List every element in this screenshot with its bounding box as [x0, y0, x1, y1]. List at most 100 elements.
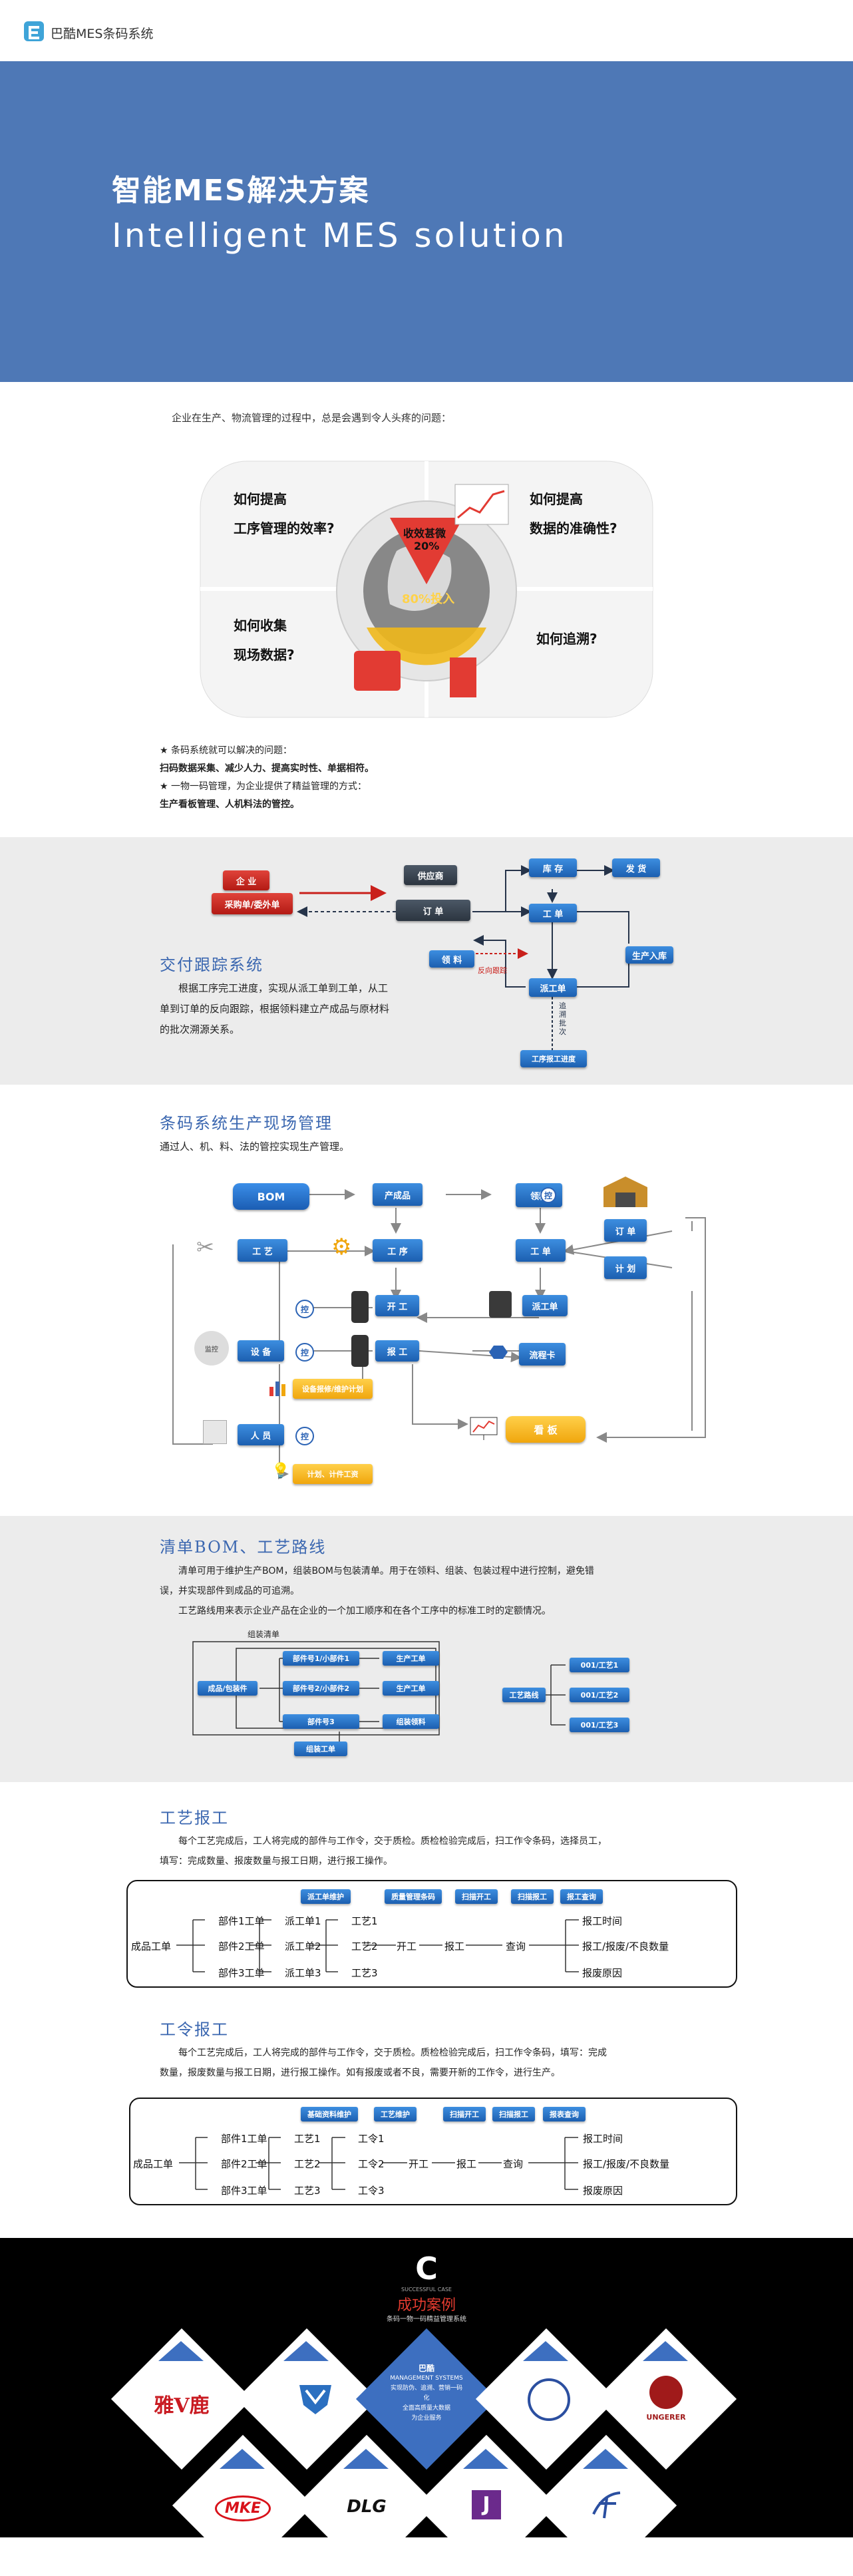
craft-chip-5: 报工查询 — [560, 1889, 603, 1904]
field-routecard: 流程卡 — [519, 1343, 566, 1366]
badge-icon — [203, 1420, 227, 1444]
bom-right-2: 生产工单 — [383, 1681, 439, 1696]
case-logo-sub: SUCCESSFUL CASE — [401, 2287, 452, 2293]
node-supplier: 供应商 — [404, 865, 457, 885]
bom-section — [0, 1516, 853, 1782]
warehouse-icon — [602, 1175, 649, 1208]
craft-step-1: 工艺1 — [351, 1915, 378, 1927]
bom-right-1: 生产工单 — [383, 1651, 439, 1666]
craft-lines — [176, 1919, 579, 1972]
craft-start: 开工 — [397, 1940, 417, 1952]
order-chip-4: 扫描报工 — [492, 2107, 535, 2121]
craft-dispatch-1: 派工单1 — [285, 1915, 321, 1927]
case-logo: C — [415, 2251, 438, 2287]
field-maintain: 设备报修/维护计划 — [293, 1379, 373, 1399]
monitor-icon: 监控 — [194, 1331, 229, 1366]
problems-notes: ★ 条码系统就可以解决的问题： 扫码数据采集、减少人力、提高实时性、单据相符。 … — [160, 745, 374, 810]
craft-output-1: 报工时间 — [582, 1915, 623, 1927]
field-process: 工 序 — [373, 1239, 423, 1262]
order-product: 成品工单 — [133, 2158, 174, 2170]
field-start: 开 工 — [375, 1295, 419, 1316]
craft-step-2: 工艺2 — [351, 1940, 378, 1952]
wrench-icon: ✂ — [196, 1234, 214, 1260]
node-pick: 领 料 — [429, 950, 474, 968]
craft-part-1: 部件1工单 — [218, 1915, 265, 1927]
order-order-2: 工令2 — [358, 2158, 385, 2170]
brand-yalu: 雅V鹿 — [154, 2394, 210, 2418]
craft-output-3: 报废原因 — [582, 1967, 623, 1979]
bom-bottom: 组装工单 — [294, 1742, 347, 1756]
bulb-icon: 💡 — [271, 1463, 290, 1479]
node-dispatch: 派工单 — [529, 978, 577, 997]
order-flow — [129, 2098, 737, 2205]
effect-label: 收效甚微 — [403, 527, 446, 540]
tri-1 — [158, 2341, 204, 2361]
hero-title-cn: 智能MES解决方案 — [112, 174, 370, 208]
field-product: 产成品 — [373, 1183, 423, 1206]
case-title: 成功案例 — [397, 2297, 456, 2314]
order-chip-5: 报表查询 — [543, 2107, 586, 2121]
tri-8 — [463, 2449, 508, 2469]
craft-product: 成品工单 — [131, 1940, 172, 1952]
craft-part-2: 部件2工单 — [218, 1940, 265, 1952]
craft-report: 报工 — [444, 1940, 465, 1952]
effect-pct: 20% — [414, 540, 440, 552]
trace-title: 交付跟踪系统 — [160, 956, 263, 974]
order-output-3: 报废原因 — [583, 2185, 623, 2197]
craft-step-3: 工艺3 — [351, 1967, 378, 1979]
question-4: 如何追溯? — [536, 631, 597, 647]
route-2: 001/工艺2 — [570, 1688, 629, 1702]
case-subtitle: 条码一物一码精益管理系统 — [387, 2316, 466, 2323]
craft-output-2: 报工/报废/不良数量 — [582, 1940, 669, 1952]
field-person: 人 员 — [238, 1424, 284, 1445]
order-step-1: 工艺1 — [294, 2133, 321, 2145]
craft-dispatch-3: 派工单3 — [285, 1967, 321, 1979]
field-equip: 设 备 — [238, 1340, 284, 1362]
top-bar — [0, 0, 853, 61]
problems-intro: 企业在生产、物流管理的过程中，总是会遇到令人头疼的问题： — [172, 412, 452, 424]
tri-5 — [643, 2341, 688, 2361]
gear-icon: ⚙ — [331, 1234, 352, 1260]
bom-body: 清单可用于维护生产BOM，组装BOM与包装清单。用于在领料、组装、包装过程中进行… — [160, 1566, 594, 1616]
logo-text: 巴酷MES条码系统 — [51, 27, 154, 41]
tri-6 — [220, 2449, 265, 2469]
craft-chip-1: 派工单维护 — [301, 1889, 351, 1904]
logo-icon — [24, 21, 44, 41]
field-report: 报 工 — [375, 1340, 419, 1362]
center-text: 巴酷 MANAGEMENT SYSTEMS 实现防伪、追溯、营销一码化 全面高质… — [390, 2364, 463, 2422]
field-bom: BOM — [233, 1183, 309, 1210]
order-output-1: 报工时间 — [583, 2133, 623, 2145]
trace-body: 根据工序完工进度，实现从派工单到工单，从工 单到订单的反向跟踪，根据领料建立产成… — [160, 982, 390, 1035]
trace-arrows — [297, 865, 629, 1050]
question-3: 如何收集现场数据? — [234, 618, 295, 663]
craft-chip-4: 扫描报工 — [511, 1889, 554, 1904]
brand-seal-logo — [528, 2378, 570, 2421]
order-part-2: 部件2工单 — [221, 2158, 267, 2170]
brand-dlg: DLG — [347, 2497, 387, 2517]
order-part-1: 部件1工单 — [221, 2133, 267, 2145]
node-stock: 库 存 — [529, 858, 577, 877]
question-2: 如何提高数据的准确性? — [530, 491, 617, 536]
question-1: 如何提高工序管理的效率? — [234, 491, 335, 536]
bom-part-3: 部件号3 — [283, 1714, 359, 1729]
order-chip-2: 工艺维护 — [374, 2107, 417, 2121]
order-order-1: 工令1 — [358, 2133, 385, 2145]
bom-part-2: 部件号2/小部件2 — [283, 1681, 359, 1696]
problems-graphic — [200, 460, 653, 718]
scanner-icon-2 — [351, 1335, 369, 1367]
field-order: 订 单 — [604, 1219, 647, 1242]
craft-chip-2: 质量管理条码 — [385, 1889, 442, 1904]
field-kanban: 看 板 — [506, 1416, 586, 1443]
order-step-2: 工艺2 — [294, 2158, 321, 2170]
order-chip-3: 扫描开工 — [443, 2107, 486, 2121]
hero-title-en: Intelligent MES solution — [112, 216, 568, 255]
craft-chip-3: 扫描开工 — [455, 1889, 498, 1904]
node-ship: 发 货 — [612, 858, 660, 877]
order-order-3: 工令3 — [358, 2185, 385, 2197]
assembly-title: 组装清单 — [248, 1630, 280, 1639]
brand-j-wrap: J — [436, 2490, 536, 2519]
chart-icon — [354, 651, 401, 691]
feedback-label: 反向跟踪 — [478, 966, 507, 975]
hero-banner — [0, 61, 853, 382]
field-plan: 计 划 — [604, 1256, 647, 1279]
